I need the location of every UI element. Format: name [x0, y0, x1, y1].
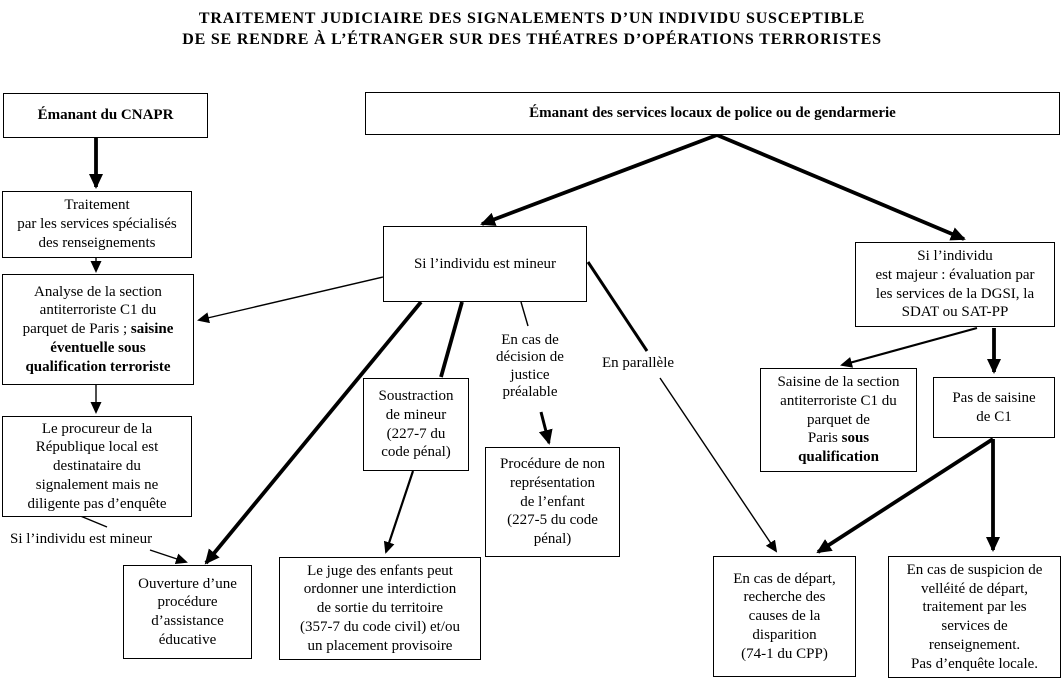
node-juge-des-enfants: Le juge des enfants peut ordonner une in…	[279, 557, 481, 660]
node-emanant-cnapr-text: Émanant du CNAPR	[37, 107, 174, 124]
node-emanant-services-locaux-text: Émanant des services locaux de police ou…	[529, 105, 896, 122]
node-si-individu-majeur: Si l’individu est majeur : évaluation pa…	[855, 242, 1055, 327]
node-emanant-services-locaux: Émanant des services locaux de police ou…	[365, 92, 1060, 135]
node-soustraction-de-mineur: Soustraction de mineur (227-7 du code pé…	[363, 378, 469, 471]
node-procureur-republique: Le procureur de la République local est …	[2, 416, 192, 517]
node-non-representation-enfant: Procédure de non représentation de l’enf…	[485, 447, 620, 557]
edge-mineur-to-parallele	[586, 261, 649, 352]
node-pas-de-saisine-text: Pas de saisine de C1	[952, 389, 1036, 425]
edge-mineur-to-decision-label	[520, 301, 529, 327]
edge-pas-saisine-to-depart	[816, 437, 995, 554]
node-si-individu-mineur: Si l’individu est mineur	[383, 226, 587, 302]
node-non-representation-text: Procédure de non représentation de l’enf…	[500, 456, 605, 548]
edge-mineur-to-soustraction	[439, 301, 464, 378]
node-si-individu-mineur-text: Si l’individu est mineur	[413, 255, 557, 272]
edge-majeur-to-saisine	[840, 326, 978, 368]
node-procureur-text: Le procureur de la République local est …	[27, 420, 167, 512]
node-soustraction-text: Soustraction de mineur (227-7 du code pé…	[378, 388, 454, 461]
node-si-individu-majeur-text: Si l’individu est majeur : évaluation pa…	[875, 248, 1035, 321]
node-depart-text: En cas de départ, recherche des causes d…	[733, 570, 836, 662]
label-decision-justice-prealable: En cas de décision de justice préalable	[496, 332, 564, 401]
node-pas-de-saisine-c1: Pas de saisine de C1	[933, 377, 1055, 438]
node-ouverture-assistance-educative: Ouverture d’une procédure d’assistance é…	[123, 565, 252, 659]
page-title: TRAITEMENT JUDICIAIRE DES SIGNALEMENTS D…	[182, 10, 882, 49]
edge-procureur-to-mineur-label	[77, 514, 108, 528]
node-ouverture-text: Ouverture d’une procédure d’assistance é…	[138, 575, 237, 648]
edge-locaux-to-mineur	[480, 133, 718, 226]
node-suspicion-velleite-depart: En cas de suspicion de velléité de dépar…	[888, 556, 1061, 678]
label-en-parallele: En parallèle	[602, 355, 675, 371]
node-en-cas-de-depart: En cas de départ, recherche des causes d…	[713, 556, 856, 677]
edge-parallele-to-depart	[659, 377, 778, 553]
node-emanant-cnapr: Émanant du CNAPR	[3, 93, 208, 138]
edge-locaux-to-majeur	[716, 133, 966, 241]
edge-mineur-label-to-ouverture	[149, 549, 188, 565]
node-analyse-text: Analyse de la section antiterroriste C1 …	[22, 283, 174, 375]
node-suspicion-text: En cas de suspicion de velléité de dépar…	[906, 561, 1043, 672]
node-analyse-section-c1: Analyse de la section antiterroriste C1 …	[2, 274, 194, 385]
label-si-individu-mineur: Si l’individu est mineur	[10, 531, 153, 547]
node-saisine-text: Saisine de la section antiterroriste C1 …	[777, 374, 900, 466]
edge-decision-label-to-non-repr	[538, 411, 553, 445]
edge-mineur-to-ouverture	[204, 300, 423, 565]
edge-mineur-to-analyse	[197, 276, 384, 324]
node-saisine-section-c1: Saisine de la section antiterroriste C1 …	[760, 368, 917, 472]
node-juge-text: Le juge des enfants peut ordonner une in…	[300, 562, 460, 654]
node-traitement-services-specialises: Traitement par les services spécialisés …	[2, 191, 192, 258]
node-traitement-text: Traitement par les services spécialisés …	[17, 197, 177, 251]
edge-soustraction-to-juge	[383, 470, 415, 554]
